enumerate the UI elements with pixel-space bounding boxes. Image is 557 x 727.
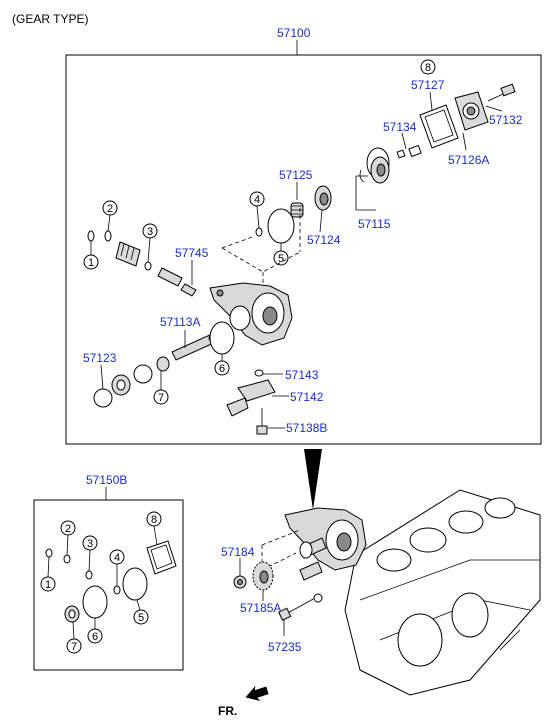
bolt-57235 bbox=[278, 593, 323, 621]
callout-1: 1 bbox=[88, 257, 94, 269]
part-label-57138B[interactable]: 57138B bbox=[286, 421, 327, 435]
part-label-57142[interactable]: 57142 bbox=[290, 390, 324, 404]
spring-57125 bbox=[290, 202, 304, 218]
part-label-57184[interactable]: 57184 bbox=[221, 545, 255, 559]
bolt-57132 bbox=[487, 83, 516, 102]
callout-2: 2 bbox=[107, 203, 113, 215]
part-label-57115[interactable]: 57115 bbox=[358, 217, 391, 231]
part-label-57143[interactable]: 57143 bbox=[285, 368, 319, 382]
valve-57745 bbox=[115, 241, 197, 297]
seal-57123 bbox=[93, 356, 170, 408]
part-label-57100[interactable]: 57100 bbox=[277, 26, 311, 40]
gasket-57127 bbox=[419, 104, 459, 149]
kit-callout-6: 6 bbox=[92, 631, 98, 643]
callout-4: 4 bbox=[254, 194, 260, 206]
kit-callout-5: 5 bbox=[138, 612, 144, 624]
nut-57184 bbox=[233, 575, 247, 589]
part-label-57127[interactable]: 57127 bbox=[411, 78, 445, 92]
bushing-57134 bbox=[396, 144, 422, 159]
callout-7: 7 bbox=[158, 392, 164, 404]
part-label-57123[interactable]: 57123 bbox=[83, 351, 117, 365]
part-label-57745[interactable]: 57745 bbox=[175, 246, 209, 260]
part-label-57132[interactable]: 57132 bbox=[489, 113, 523, 127]
gear-set-57115 bbox=[359, 147, 390, 184]
front-direction-arrow bbox=[245, 685, 269, 701]
kit-callout-2: 2 bbox=[65, 523, 71, 535]
fitting-57142 bbox=[226, 379, 276, 417]
part-label-57125[interactable]: 57125 bbox=[279, 168, 313, 182]
gear-57185A bbox=[252, 561, 274, 591]
engine-block bbox=[344, 489, 541, 696]
kit-callout-3: 3 bbox=[87, 538, 93, 550]
assembly-frame bbox=[65, 54, 542, 445]
kit-callout-1: 1 bbox=[45, 579, 51, 591]
kit-frame bbox=[33, 499, 184, 671]
cover-57126A bbox=[454, 91, 489, 131]
callout-8: 8 bbox=[425, 62, 431, 74]
part-label-57134[interactable]: 57134 bbox=[383, 120, 417, 134]
front-direction-label: FR. bbox=[218, 704, 237, 718]
part-label-57113A[interactable]: 57113A bbox=[160, 315, 200, 329]
part-label-57150B[interactable]: 57150B bbox=[86, 473, 127, 487]
kit-callout-7: 7 bbox=[71, 641, 77, 653]
bolt-57138B bbox=[256, 408, 268, 435]
installed-pump bbox=[284, 507, 367, 581]
shaft-57113A bbox=[171, 333, 217, 361]
part-label-57124[interactable]: 57124 bbox=[307, 233, 341, 247]
kit-callout-4: 4 bbox=[114, 552, 120, 564]
callout-5: 5 bbox=[278, 253, 284, 265]
part-label-57126A[interactable]: 57126A bbox=[448, 153, 489, 167]
part-label-57185A[interactable]: 57185A bbox=[240, 601, 281, 615]
part-label-57235[interactable]: 57235 bbox=[268, 640, 302, 654]
gear-57124 bbox=[314, 185, 332, 211]
assembly-arrow bbox=[304, 449, 322, 510]
callout-6: 6 bbox=[219, 363, 225, 375]
kit-callout-8: 8 bbox=[151, 514, 157, 526]
pump-body bbox=[209, 282, 293, 346]
callout-3: 3 bbox=[147, 226, 153, 238]
diagram-title: (GEAR TYPE) bbox=[12, 12, 88, 26]
